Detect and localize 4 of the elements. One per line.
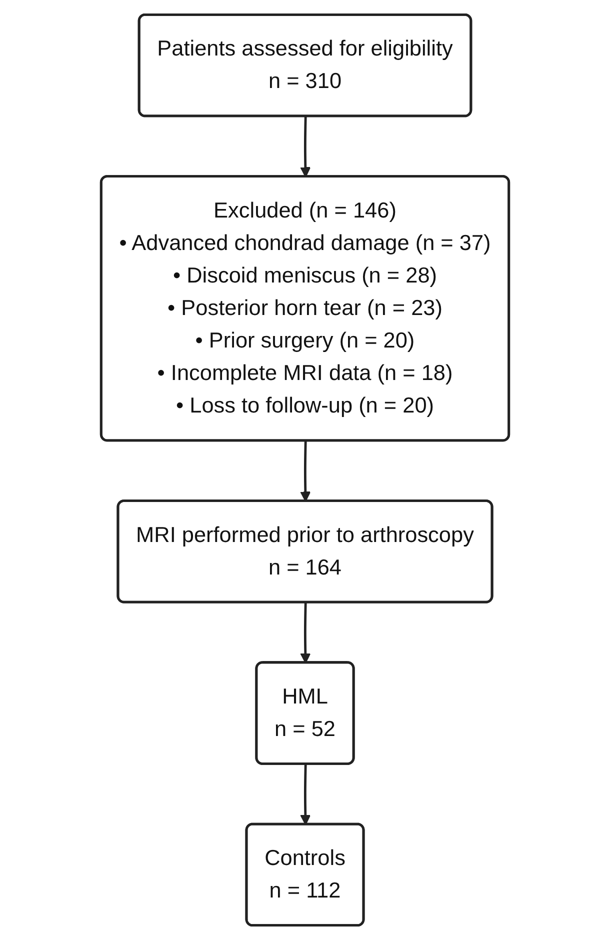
arrow: [300, 764, 310, 825]
arrow: [300, 116, 310, 177]
arrow: [300, 440, 310, 502]
arrow: [300, 602, 310, 663]
